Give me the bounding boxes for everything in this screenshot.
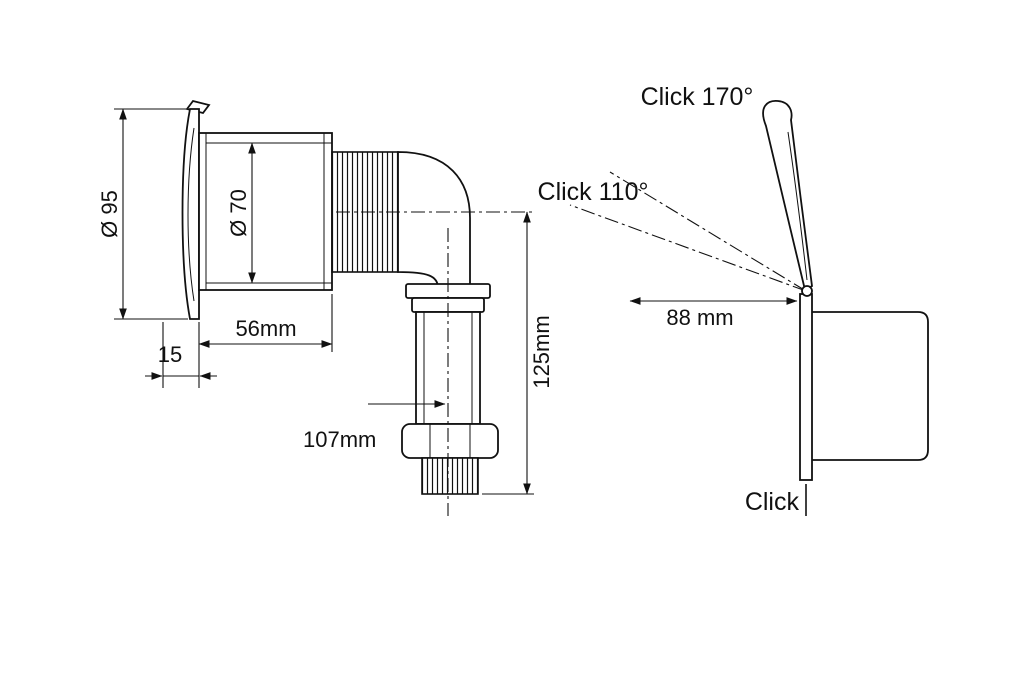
- housing-profile: [812, 311, 929, 461]
- outlet-thread: [421, 457, 479, 495]
- nut-body: [401, 423, 499, 459]
- lid-angle-guides: [569, 171, 807, 292]
- open-lid: [762, 100, 813, 297]
- lid-profile: [762, 100, 813, 292]
- body-cylinder: [198, 132, 333, 291]
- flange-profile: [181, 108, 200, 320]
- plate-profile: [799, 293, 813, 481]
- label-dia-95: Ø 95: [97, 190, 122, 238]
- flange-inner-contour: [187, 127, 195, 302]
- lid-inner-contour: [787, 131, 808, 281]
- label-click-110: Click 110°: [538, 178, 649, 206]
- label-125mm: 125mm: [529, 315, 554, 388]
- label-107mm: 107mm: [303, 427, 376, 452]
- elbow: [397, 151, 471, 289]
- connector-body: [198, 132, 333, 291]
- label-88mm: 88 mm: [666, 305, 733, 330]
- lid-hinge: [801, 285, 813, 297]
- side-view-installed: 88 mm Click 170° Click 110° Click: [538, 83, 929, 516]
- side-view-connector: Ø 95 Ø 70 56mm 15 107mm 125mm: [97, 99, 554, 516]
- dimensions-left: Ø 95 Ø 70 56mm 15 107mm 125mm: [97, 108, 554, 495]
- label-56mm: 56mm: [235, 316, 296, 341]
- label-15: 15: [158, 342, 182, 367]
- thread-hatch-bottom: [421, 457, 479, 495]
- dimensions-right: 88 mm: [629, 297, 798, 330]
- flange: [181, 99, 211, 320]
- housing-box: [812, 311, 929, 461]
- label-click-170: Click 170°: [641, 83, 754, 111]
- label-click: Click: [745, 488, 800, 516]
- union-nut: [401, 423, 499, 459]
- elbow-profile: [397, 151, 471, 289]
- wall-plate: [799, 293, 813, 516]
- open-110-guide-a: [569, 204, 807, 292]
- centerlines: [336, 211, 534, 516]
- label-dia-70: Ø 70: [226, 189, 251, 237]
- open-110-guide-b: [609, 171, 807, 292]
